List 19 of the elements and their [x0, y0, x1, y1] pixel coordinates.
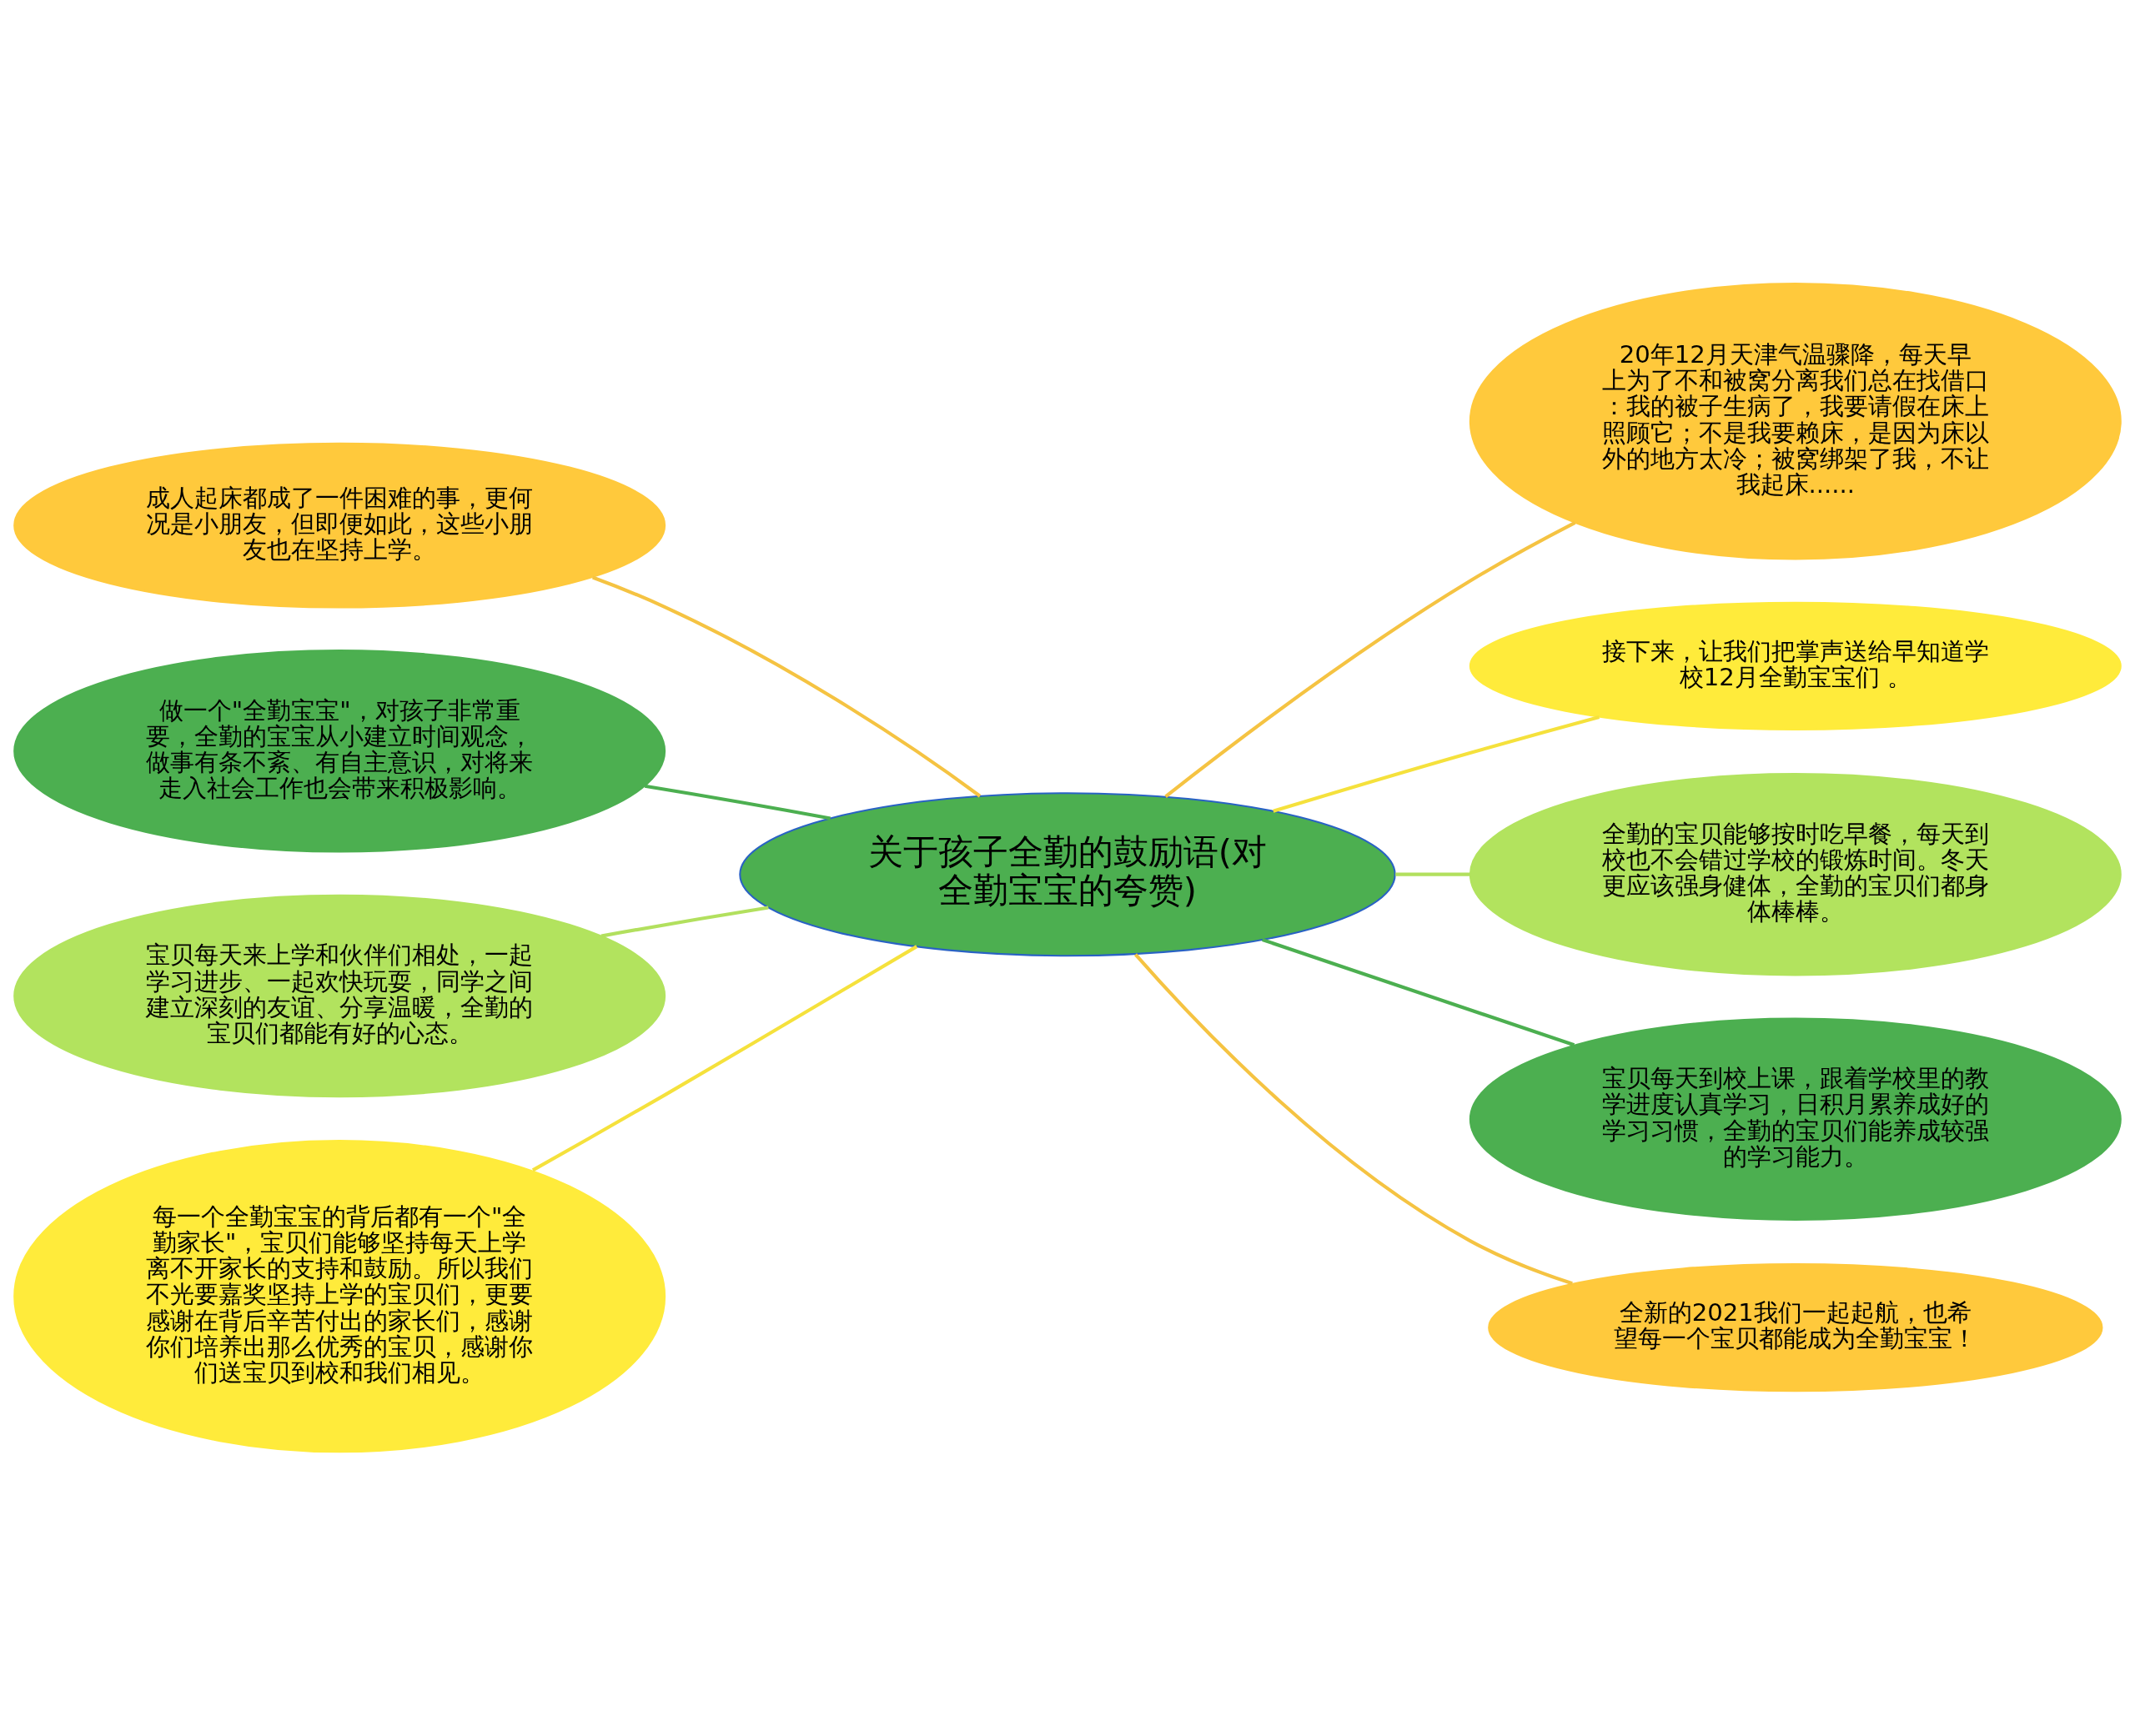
- connector: [1395, 872, 1470, 876]
- connector: [1262, 938, 1575, 1047]
- node-ellipse: 做一个"全勤宝宝"，对孩子非常重要，全勤的宝宝从小建立时间观念，做事有条不紊、有自主意识，对将来走入社会工作也会带来积极影响。: [13, 650, 666, 853]
- node-ellipse: 关于孩子全勤的鼓励语(对全勤宝宝的夸赞): [739, 792, 1396, 957]
- connector: [1273, 715, 1600, 813]
- connector: [600, 906, 769, 938]
- connector: [592, 575, 982, 798]
- node-ellipse: 20年12月天津气温骤降，每天早上为了不和被窝分离我们总在找借口：我的被子生病了，我要请假在床上照顾它；不是我要赖床，是因为床以外的地方太冷；被窝绑架了我，不让我起床......: [1469, 282, 2122, 560]
- connector: [531, 945, 918, 1172]
- connector: [1164, 521, 1576, 798]
- node-ellipse: 全新的2021我们一起起航，也希望每一个宝贝都能成为全勤宝宝！: [1488, 1263, 2103, 1392]
- node-ellipse: 宝贝每天来上学和伙伴们相处，一起学习进步、一起欢快玩耍，同学之间建立深刻的友谊、分享温暖，全勤的宝贝们都能有好的心态。: [13, 894, 666, 1098]
- node-ellipse: 成人起床都成了一件困难的事，更何况是小朋友，但即便如此，这些小朋友也在坚持上学。: [13, 442, 666, 609]
- node-ellipse: 宝贝每天到校上课，跟着学校里的教学进度认真学习，日积月累养成好的学习习惯，全勤的宝贝们能养成较强的学习能力。: [1469, 1017, 2122, 1222]
- node-ellipse: 每一个全勤宝宝的背后都有一个"全勤家长"，宝贝们能够坚持每天上学离不开家长的支持和鼓励。所以我们不光要嘉奖坚持上学的宝贝们，更要感谢在背后辛苦付出的家长们，感谢你们培养出那么优秀的宝贝，感谢你们送宝贝到校和我们相见。: [13, 1140, 666, 1453]
- node-ellipse: 接下来，让我们把掌声送给早知道学校12月全勤宝宝们 。: [1469, 601, 2122, 730]
- connector: [644, 784, 831, 820]
- connector: [1133, 953, 1573, 1286]
- node-ellipse: 全勤的宝贝能够按时吃早餐，每天到校也不会错过学校的锻炼时间。冬天更应该强身健体，全勤的宝贝们都身体棒棒。: [1469, 772, 2122, 976]
